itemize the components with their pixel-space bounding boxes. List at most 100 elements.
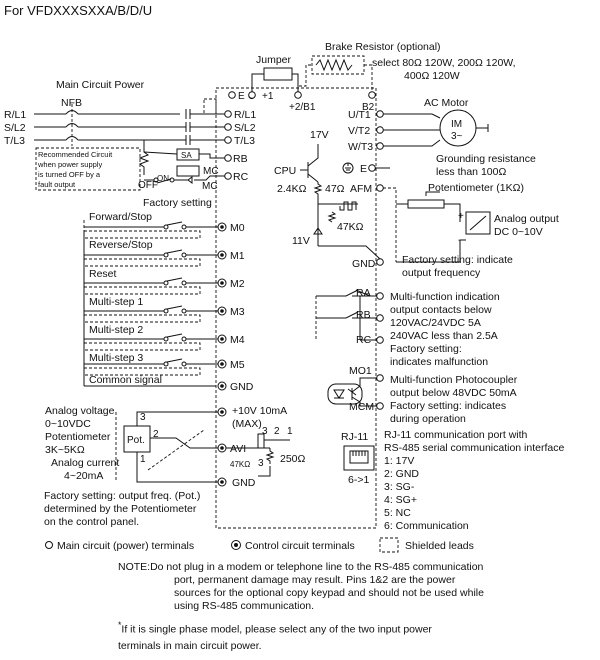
mc-label-2: MC [202, 181, 218, 192]
input-rl1: R/L1 [4, 109, 26, 121]
photocoupler-desc-1: Multi-function Photocoupler [390, 374, 518, 386]
e-label: E [360, 163, 367, 175]
output-wt3: W/T3 [348, 141, 373, 153]
v11-label: 11V [292, 235, 310, 247]
b2-label: B2 [362, 102, 375, 113]
rj11-port-icon [343, 445, 375, 471]
mcm-label: MCM [349, 401, 374, 413]
motor-im: IM [451, 119, 462, 130]
input-label-forward-stop: Forward/Stop [89, 211, 152, 223]
terminal-plus2 [294, 91, 302, 99]
analog-factory-line3: on the control panel. [44, 516, 139, 528]
potentiometer-label: Potentiometer [45, 431, 111, 443]
input-label-reverse-stop: Reverse/Stop [89, 239, 153, 251]
rc-main-label: RC [233, 171, 249, 183]
input-sl2: S/L2 [4, 122, 26, 134]
motor-phase: 3~ [451, 131, 463, 142]
afm-factory-line1: Factory setting: indicate [402, 254, 513, 266]
photocoupler-desc-4: during operation [390, 413, 466, 425]
input-lines: R/L1 S/L2 T/L3 [4, 104, 226, 147]
footnote-line2: terminals in main circuit power. [118, 639, 262, 652]
plus1-label: +1 [262, 91, 274, 102]
relay-desc-3: 120VAC/24VDC 5A [390, 317, 481, 329]
rj11-pin2: 2: GND [384, 468, 419, 480]
terminal-m0: M0 [230, 222, 245, 234]
analog-current-label: Analog current [51, 457, 119, 469]
nfb-label: NFB [61, 97, 82, 109]
relay-desc-4: 240VAC less than 2.5A [390, 330, 498, 342]
footnote-block: *If it is single phase model, please sel… [118, 617, 588, 654]
rj11-label: RJ-11 [341, 431, 368, 443]
rj11-pin1: 1: 17V [384, 455, 414, 467]
analog-voltage-range: 0~10VDC [45, 418, 91, 430]
photocoupler-desc-2: output below 48VDC 50mA [390, 387, 517, 399]
rb-main-label: RB [233, 153, 248, 165]
relay-desc-1: Multi-function indication [390, 291, 500, 303]
input-label-multistep3: Multi-step 3 [89, 352, 143, 364]
terminal-m5: M5 [230, 359, 245, 371]
photocoupler-icon [327, 383, 363, 405]
on-label: ON [157, 174, 169, 183]
rj11-pin6: 6: Communication [384, 520, 469, 532]
rj11-pin-order: 6->1 [348, 474, 369, 486]
terminal-m2: M2 [230, 278, 245, 290]
recommended-line3: is turned OFF by a [38, 170, 101, 179]
rj11-pin4: 4: SG+ [384, 494, 417, 506]
input-label-multistep2: Multi-step 2 [89, 324, 143, 336]
analog-current-range: 4~20mA [64, 470, 103, 482]
input-label-common: Common signal [89, 374, 162, 386]
afm-factory-line2: output frequency [402, 267, 481, 279]
relay-rc: RC [356, 334, 372, 346]
v10-label: +10V 10mA [232, 405, 287, 417]
legend-main-terminals: Main circuit (power) terminals [57, 540, 194, 552]
legend-control-terminals: Control circuit terminals [245, 540, 355, 552]
note-line2: port, permanent damage may result. Pins … [174, 574, 456, 586]
control-terminals-inputs [217, 222, 227, 391]
legend-shielded-leads: Shielded leads [405, 540, 474, 552]
drive-input-sl2: S/L2 [234, 122, 256, 134]
note-block: NOTE:Do not plug in a modem or telephone… [118, 561, 588, 613]
analog-factory-line2: determined by the Potentiometer [44, 503, 197, 515]
r47k-avi-label: 47KΩ [230, 460, 250, 469]
gnd-afm-label: GND [352, 258, 376, 270]
r24k-label: 2.4KΩ [277, 183, 307, 195]
relay-output-block [315, 289, 384, 344]
input-tl3: T/L3 [4, 135, 25, 147]
r250-label: 250Ω [280, 453, 306, 465]
rj11-desc-2: RS-485 serial communication interface [384, 442, 564, 454]
main-terminal-legend-icon [45, 541, 53, 549]
jumper-block [263, 67, 293, 81]
analog-factory-line1: Factory setting: output freq. (Pot.) [44, 490, 200, 502]
terminal-e-top [228, 91, 236, 99]
pot-box-label: Pot. [127, 435, 145, 446]
afm-label: AFM [350, 183, 372, 195]
plus-sign: + [458, 211, 464, 222]
relay-rb: RB [356, 309, 371, 321]
analog-meter-icon [465, 211, 491, 235]
avi-label: AVI [230, 443, 246, 455]
brake-resistor-label: Brake Resistor (optional) [325, 41, 441, 53]
terminal-m4: M4 [230, 334, 245, 346]
factory-setting-label: Factory setting [143, 197, 212, 209]
drive-input-rl1: R/L1 [234, 109, 256, 121]
switch-pos2: 2 [274, 426, 280, 437]
mc-label-1: MC [203, 166, 219, 177]
main-circuit-title: Main Circuit Power [56, 79, 145, 91]
rj11-pin3: 3: SG- [384, 481, 415, 493]
relay-desc-2: output contacts below [390, 304, 492, 316]
relay-ra: RA [356, 287, 371, 299]
rj11-pin5: 5: NC [384, 507, 411, 519]
terminal-afm [376, 184, 384, 192]
pot-pin2: 2 [153, 429, 159, 440]
potentiometer-range: 3K~5KΩ [45, 444, 85, 456]
input-label-reset: Reset [89, 268, 117, 280]
terminal-b2 [368, 91, 376, 99]
note-head: NOTE: [118, 561, 151, 573]
output-vt2: V/T2 [348, 125, 370, 137]
output-ut1: U/T1 [348, 109, 371, 121]
drive-enclosure [215, 87, 377, 529]
footnote-star: * [118, 620, 122, 630]
legend: Main circuit (power) terminals Control c… [45, 537, 474, 553]
terminal-m3: M3 [230, 306, 245, 318]
